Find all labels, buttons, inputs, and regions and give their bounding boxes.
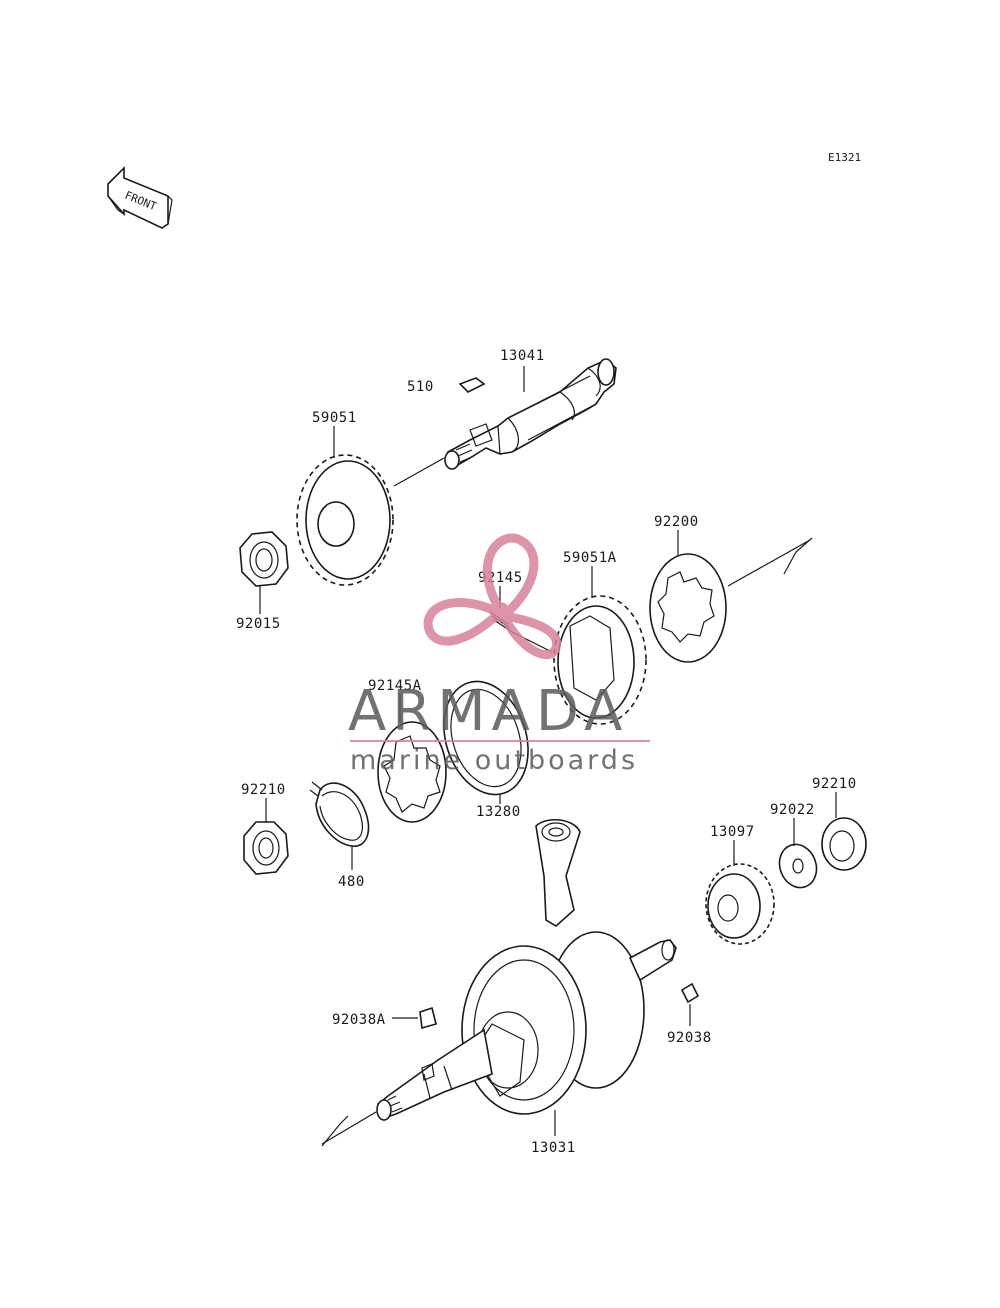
circlip-480 [309, 781, 370, 847]
woodruff-key-92038 [680, 982, 700, 1004]
label-92210-right: 92210 [812, 776, 857, 792]
label-59051A: 59051A [563, 550, 617, 566]
propeller-blade-left-icon [423, 598, 503, 646]
plate-92145A [377, 721, 447, 823]
watermark-title: ARMADA [348, 679, 628, 744]
propeller-hub-icon [490, 602, 510, 622]
washer-92022 [778, 843, 818, 889]
woodruff-key-510 [458, 377, 486, 393]
gear-59051 [296, 454, 445, 586]
label-59051: 59051 [312, 410, 357, 426]
balancer-shaft [444, 358, 617, 470]
watermark-logo: ARMADA marine outboards [348, 533, 650, 776]
propeller-blade-top-icon [482, 533, 539, 615]
washer-13280 [443, 680, 529, 796]
propeller-blade-right-icon [496, 610, 562, 660]
label-13031: 13031 [531, 1140, 576, 1156]
gear-13097 [705, 863, 775, 945]
label-92210-left: 92210 [241, 782, 286, 798]
label-92015: 92015 [236, 616, 281, 632]
diagram-code: E1321 [828, 151, 861, 164]
label-92200: 92200 [654, 514, 699, 530]
nut-92210-right [821, 817, 867, 871]
label-92145A: 92145A [368, 678, 422, 694]
label-13280: 13280 [476, 804, 521, 820]
nut-92210-left [243, 821, 289, 875]
nut-92015 [239, 531, 289, 587]
label-92038A: 92038A [332, 1012, 386, 1028]
label-13041: 13041 [500, 348, 545, 364]
crankshaft-assembly [321, 819, 677, 1147]
label-13097: 13097 [710, 824, 755, 840]
front-arrow-icon: FRONT [107, 166, 173, 229]
label-92022: 92022 [770, 802, 815, 818]
label-510: 510 [407, 379, 434, 395]
label-480: 480 [338, 874, 365, 890]
watermark-subtitle: marine outboards [350, 745, 638, 776]
gear-59051A [553, 595, 647, 725]
woodruff-key-92038A [419, 1006, 437, 1030]
plate-92200 [649, 537, 813, 663]
label-92038: 92038 [667, 1030, 712, 1046]
